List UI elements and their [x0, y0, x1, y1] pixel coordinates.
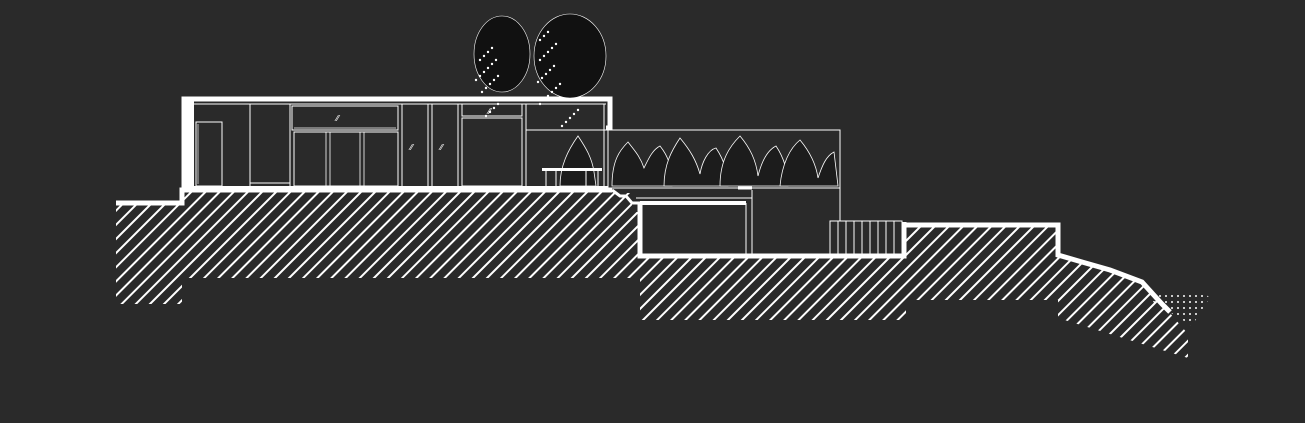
tree-left	[473, 15, 531, 118]
shrub-row	[611, 135, 839, 187]
glass-mark-2: ⁄⁄	[408, 143, 414, 152]
main-building: ⁄⁄ ⁄⁄ ⁄⁄ ⁄⁄	[181, 96, 613, 190]
terrace-table	[542, 168, 602, 171]
slope-shrub	[1150, 291, 1210, 326]
basement-room	[636, 186, 907, 259]
tree-right	[533, 13, 607, 128]
glass-mark-3: ⁄⁄	[438, 143, 444, 152]
planter-wall	[607, 129, 841, 189]
glass-mark-1: ⁄⁄	[334, 114, 340, 123]
stairs	[829, 130, 903, 256]
